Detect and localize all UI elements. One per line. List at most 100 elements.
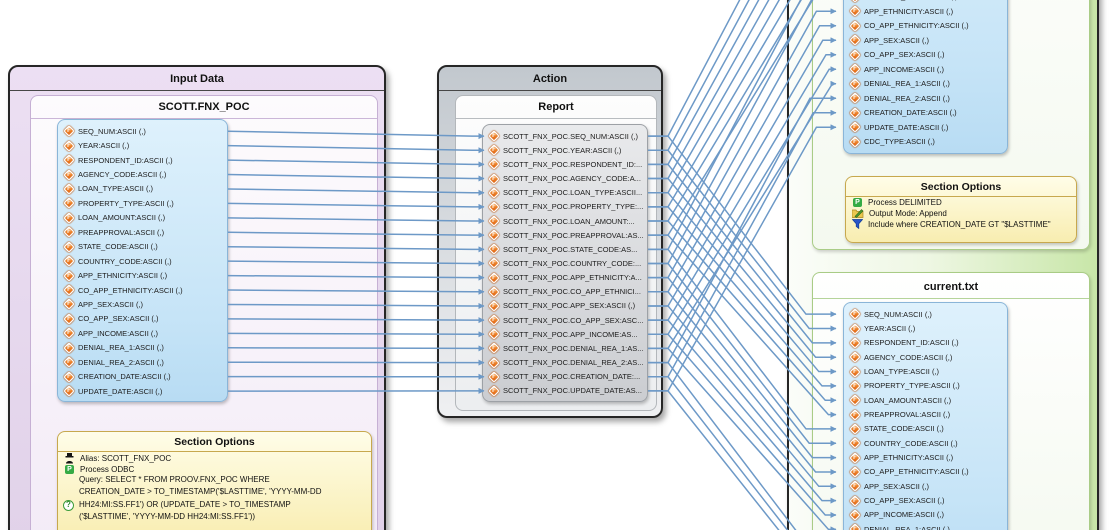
field-type-icon: F bbox=[63, 241, 75, 253]
field-label: SCOTT_FNX_POC.DENIAL_REA_2:AS... bbox=[503, 358, 644, 368]
field-label: CO_APP_ETHNICITY:ASCII (,) bbox=[78, 285, 183, 295]
field-type-icon: F bbox=[63, 342, 75, 354]
field-label: SCOTT_FNX_POC.YEAR:ASCII (,) bbox=[503, 145, 622, 155]
field-type-icon: F bbox=[849, 494, 861, 507]
output-mode-row[interactable]: Output Mode: Append bbox=[846, 207, 1076, 218]
alias-row[interactable]: Alias: SCOTT_FNX_POC bbox=[58, 452, 371, 464]
process-row[interactable]: P Process DELIMITED bbox=[846, 197, 1076, 207]
current-txt-title: current.txt bbox=[813, 273, 1089, 299]
field-type-icon: F bbox=[849, 451, 861, 464]
field-label: COUNTRY_CODE:ASCII (,) bbox=[864, 438, 958, 448]
field-type-icon: F bbox=[849, 78, 861, 90]
field-type-icon: F bbox=[488, 385, 500, 397]
field-label: APP_SEX:ASCII (,) bbox=[864, 481, 930, 491]
field-type-icon: F bbox=[849, 423, 861, 435]
field-label: DENIAL_REA_2:ASCII (,) bbox=[78, 357, 164, 367]
field-type-icon: F bbox=[488, 229, 500, 241]
output-section-options[interactable]: Section Options P Process DELIMITED Outp… bbox=[845, 176, 1077, 243]
query-line: ('$LASTTIME', 'YYYY-MM-DD HH24:MI:SS.FF1… bbox=[79, 511, 256, 521]
field-label: SCOTT_FNX_POC.LOAN_TYPE:ASCII... bbox=[503, 188, 643, 198]
field-type-icon: F bbox=[63, 327, 75, 340]
include-filter-row[interactable]: Include where CREATION_DATE GT "$LASTTIM… bbox=[846, 218, 1076, 229]
process-row[interactable]: P Process ODBC bbox=[58, 464, 371, 474]
field-type-icon: F bbox=[63, 269, 75, 282]
field-type-icon: F bbox=[488, 328, 500, 340]
field-type-icon: F bbox=[849, 437, 861, 449]
field-label: CDC_TYPE:ASCII (,) bbox=[864, 137, 935, 147]
query-row[interactable]: ? Query: SELECT * FROM PROOV.FNX_POC WHE… bbox=[58, 474, 371, 525]
field-label: SCOTT_FNX_POC.RESPONDENT_ID:... bbox=[503, 159, 643, 169]
input-section-options[interactable]: Section Options Alias: SCOTT_FNX_POC P P… bbox=[57, 431, 372, 530]
